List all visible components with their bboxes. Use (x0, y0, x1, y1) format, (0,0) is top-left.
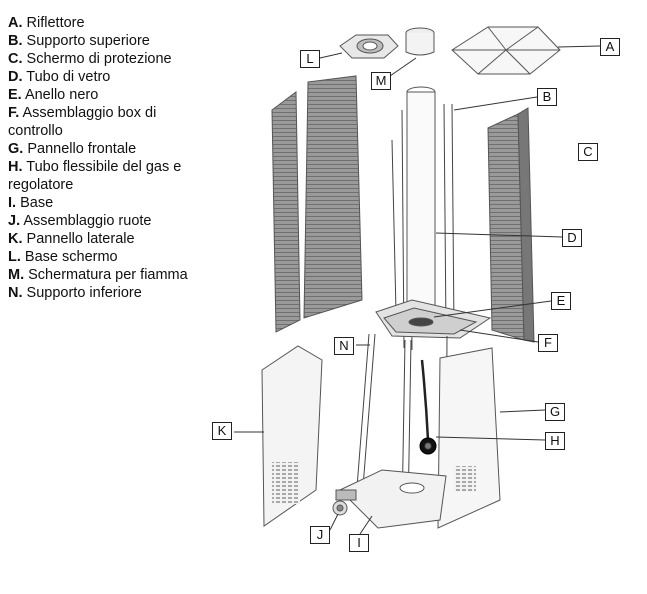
legend-item-b: B. Supporto superiore (8, 33, 150, 49)
parts-legend: A. Riflettore B. Supporto superiore C. S… (8, 14, 208, 302)
glass-tube (406, 86, 436, 325)
base (339, 469, 447, 529)
legend-item-a: A. Riflettore (8, 15, 85, 31)
callout-i: I (349, 534, 369, 552)
callout-a: A (600, 38, 620, 56)
callout-h: H (545, 432, 565, 450)
callout-l: L (300, 50, 320, 68)
callout-e: E (551, 292, 571, 310)
callout-f: F (538, 334, 558, 352)
callout-c: C (578, 143, 598, 161)
legend-item-k: K. Pannello laterale (8, 231, 135, 247)
callout-j: J (310, 526, 330, 544)
protective-screen-right (487, 107, 535, 343)
callout-d: D (562, 229, 582, 247)
callout-m: M (371, 72, 391, 90)
side-panel (261, 345, 323, 527)
legend-item-m: M. Schermatura per fiamma (8, 267, 188, 283)
legend-item-h: H. Tubo flessibile del gas e regolatore (8, 159, 182, 193)
callout-b: B (537, 88, 557, 106)
legend-item-g: G. Pannello frontale (8, 141, 137, 157)
legend-item-j: J. Assemblaggio ruote (8, 213, 152, 229)
legend-item-f: F. Assemblaggio box di controllo (8, 105, 157, 139)
protective-screen-left (271, 75, 363, 333)
shield-base (339, 34, 399, 59)
flame-shield (405, 27, 435, 56)
callout-k: K (212, 422, 232, 440)
gas-hose-regulator (419, 359, 437, 455)
legend-item-c: C. Schermo di protezione (8, 51, 172, 67)
control-box-assembly (375, 299, 492, 339)
legend-item-e: E. Anello nero (8, 87, 99, 103)
reflector (451, 26, 561, 75)
wheel-assembly (332, 489, 357, 516)
legend-item-n: N. Supporto inferiore (8, 285, 142, 301)
legend-item-d: D. Tubo di vetro (8, 69, 111, 85)
callout-n: N (334, 337, 354, 355)
callout-g: G (545, 403, 565, 421)
legend-item-l: L. Base schermo (8, 249, 118, 265)
legend-item-i: I. Base (8, 195, 54, 211)
